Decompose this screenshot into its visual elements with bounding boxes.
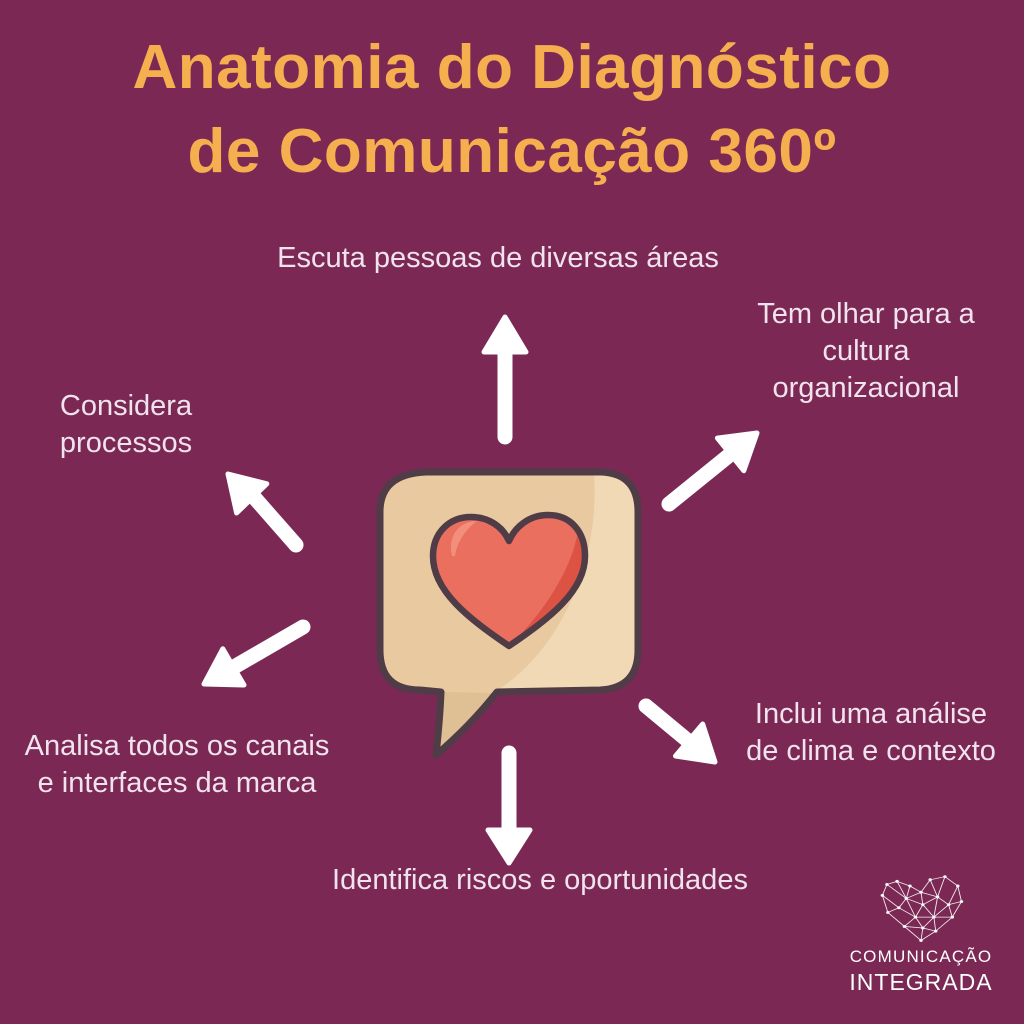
label-analisa-canais: Analisa todos os canais e interfaces da … [24, 730, 330, 799]
speech-bubble-outline [376, 468, 642, 759]
arrow-down-icon [485, 745, 533, 866]
page-title: Anatomia do Diagnóstico de Comunicação 3… [132, 33, 892, 186]
arrow-group [201, 314, 760, 866]
logo-text-integrada: INTEGRADA [849, 969, 993, 995]
heart-icon [429, 511, 589, 650]
arrow-down-left-icon [201, 619, 311, 688]
heart-shadow [509, 531, 585, 646]
label-analise-clima: Inclui uma análise de clima e contexto [746, 698, 996, 767]
logo-text-comunicacao: COMUNICAÇÃO [849, 947, 993, 966]
speech-bubble-highlight [498, 472, 638, 690]
network-heart-logo-icon [880, 875, 964, 942]
arrow-up-icon [481, 314, 529, 445]
arrow-down-right-icon [638, 698, 718, 765]
brand-logo: COMUNICAÇÃO INTEGRADA [817, 872, 1024, 996]
heart-outline [429, 511, 589, 650]
label-considera-processos: Considera processos [59, 390, 193, 459]
label-escuta-pessoas: Escuta pessoas de diversas áreas [277, 242, 719, 274]
speech-bubble-icon [376, 468, 642, 759]
arrow-up-right-icon [661, 430, 760, 512]
label-identifica-riscos: Identifica riscos e oportunidades [332, 864, 748, 896]
arrow-up-left-icon [225, 471, 304, 553]
label-cultura-organizacional: Tem olhar para a cultura organizacional [757, 298, 975, 404]
heart-highlight [450, 521, 477, 556]
